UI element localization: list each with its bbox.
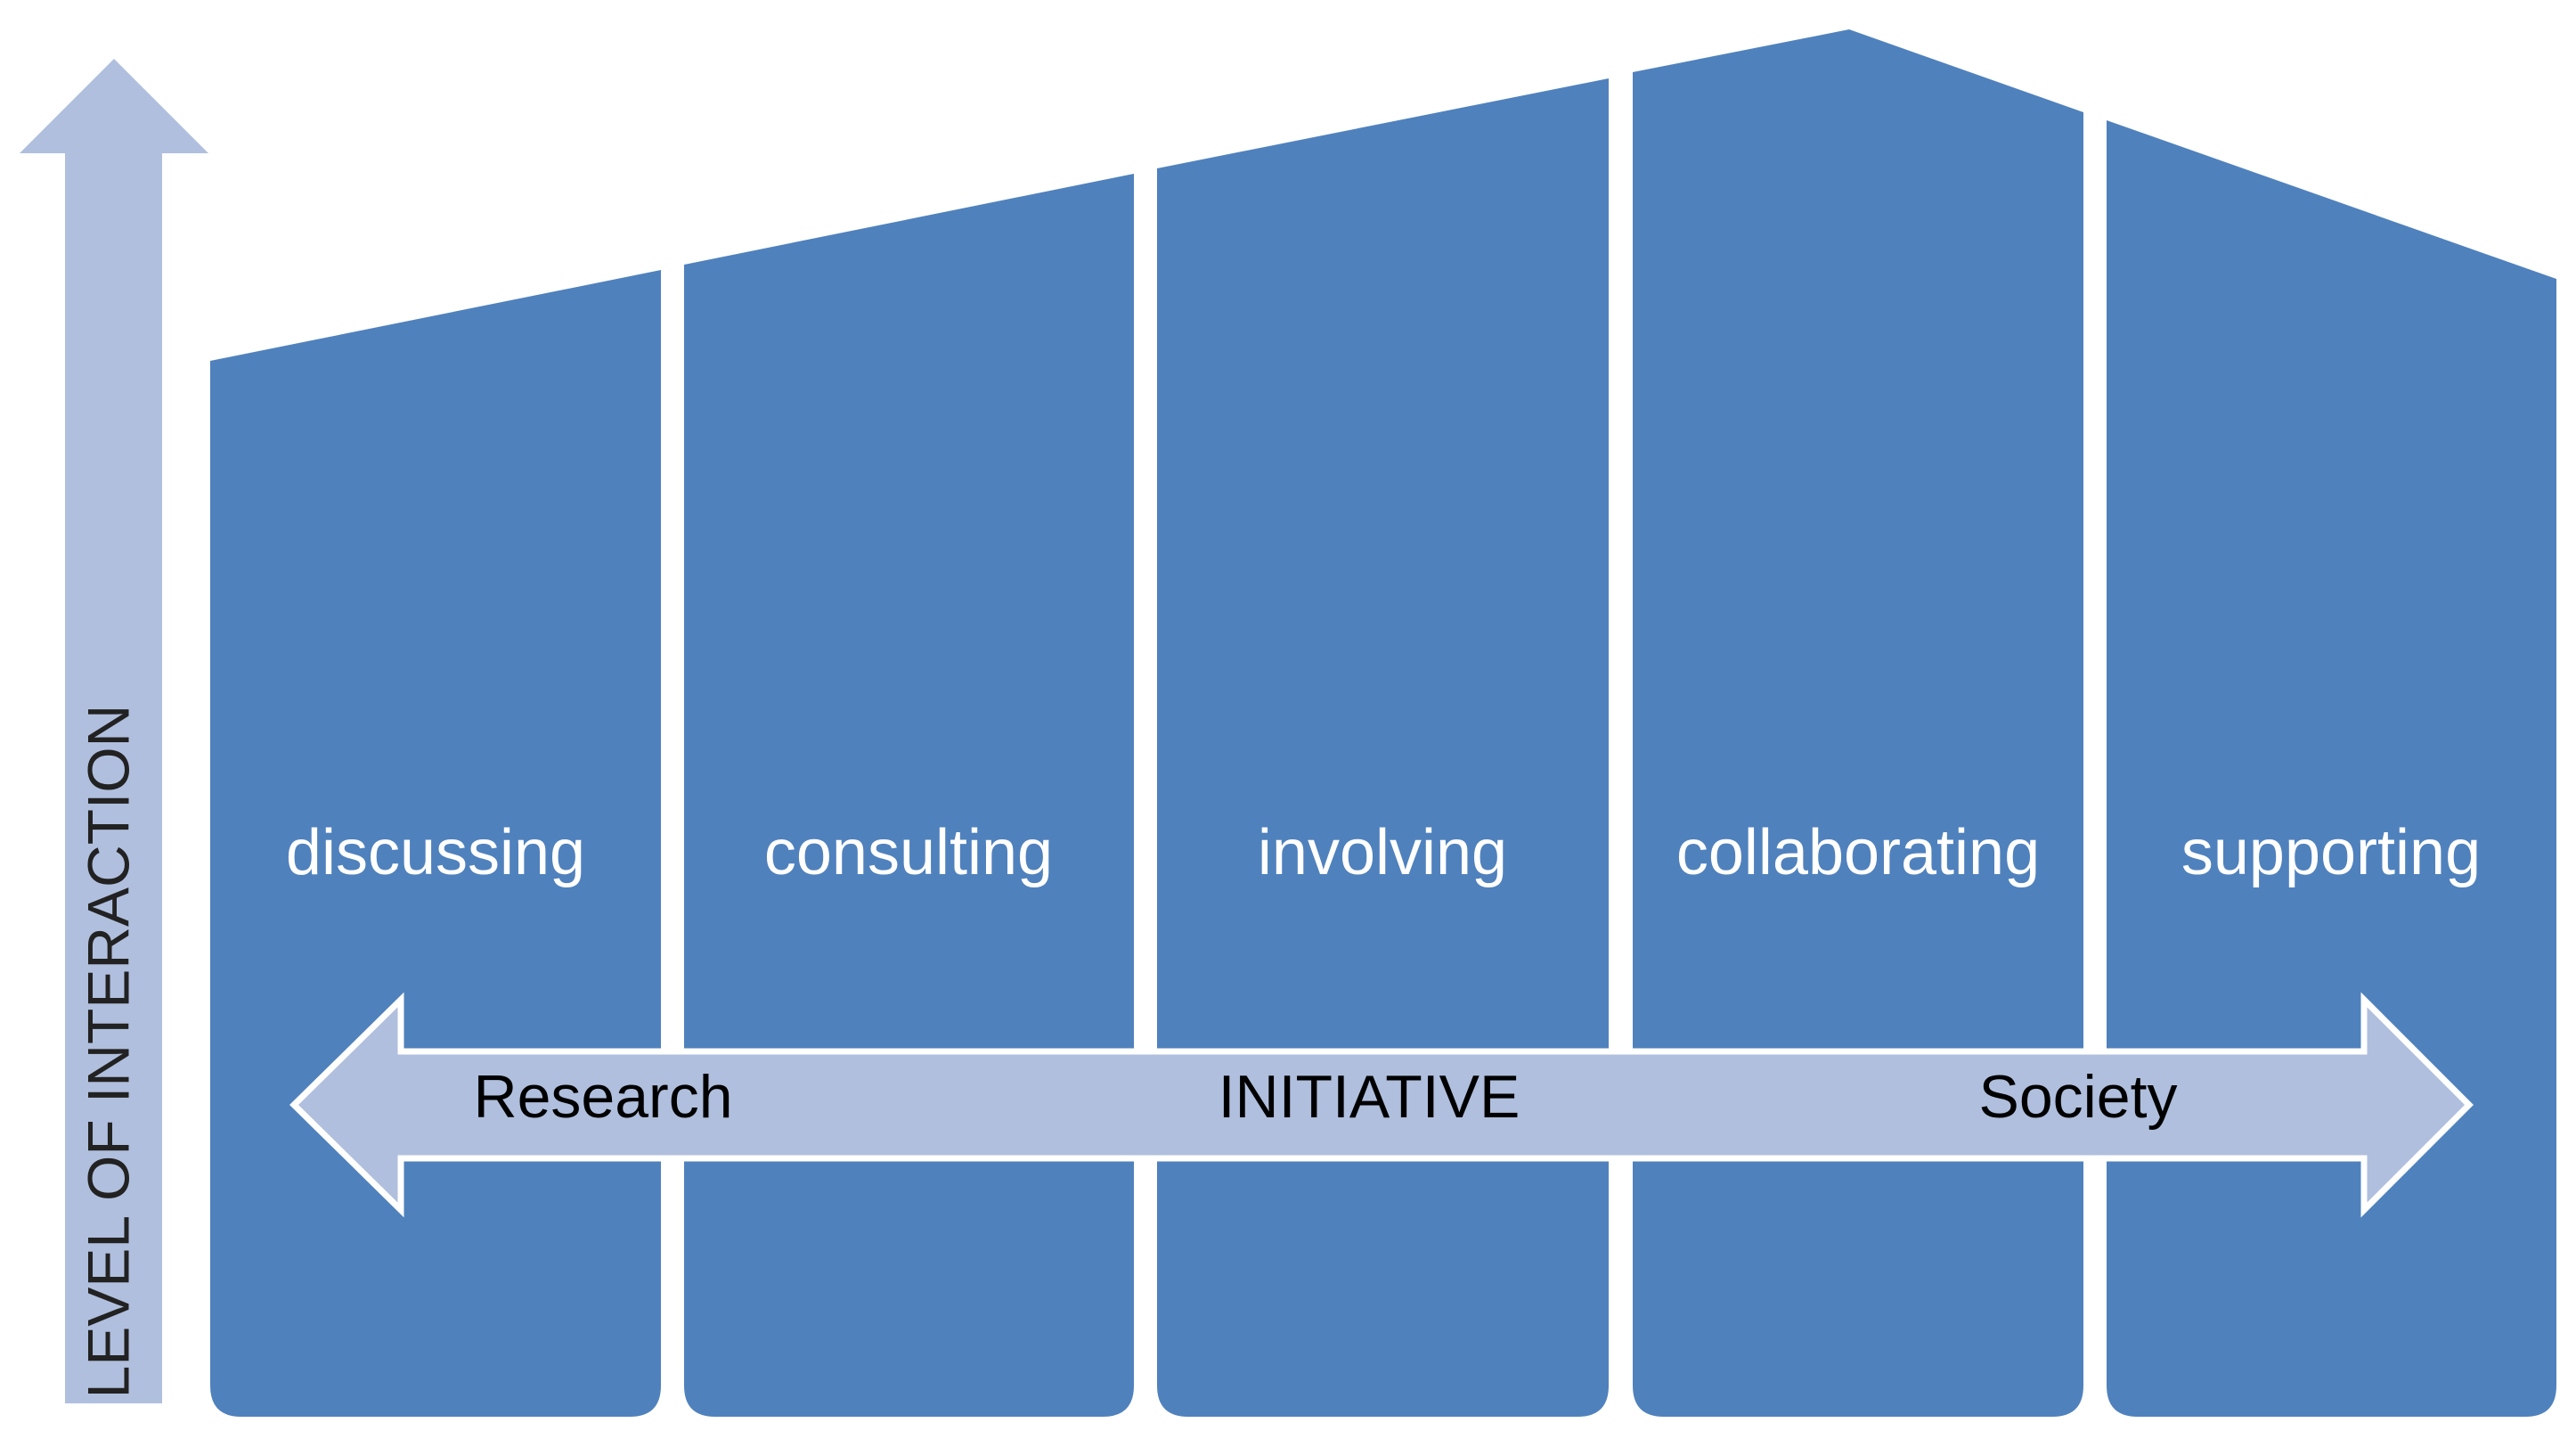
column-label: collaborating [1676,817,2040,888]
column-label: discussing [286,817,585,888]
up-arrow-icon [20,59,208,1403]
vertical-axis: LEVEL OF INTERACTION [20,59,208,1403]
column-label: consulting [764,817,1053,888]
column-label: involving [1258,817,1507,888]
double-headed-arrow-icon [289,992,2474,1218]
column-collaborating [1633,29,2083,1417]
column-label: supporting [2181,817,2481,888]
column-supporting [2107,120,2556,1417]
column-involving [1157,78,1609,1417]
column-consulting [684,174,1134,1417]
vertical-axis-label: LEVEL OF INTERACTION [75,705,141,1399]
initiative-label: INITIATIVE [1219,1063,1520,1131]
horizontal-arrow: Research INITIATIVE Society [289,992,2474,1218]
research-label: Research [473,1063,732,1131]
columns [210,29,2556,1417]
column-labels: discussing consulting involving collabor… [286,817,2481,888]
society-label: Society [1979,1063,2178,1131]
